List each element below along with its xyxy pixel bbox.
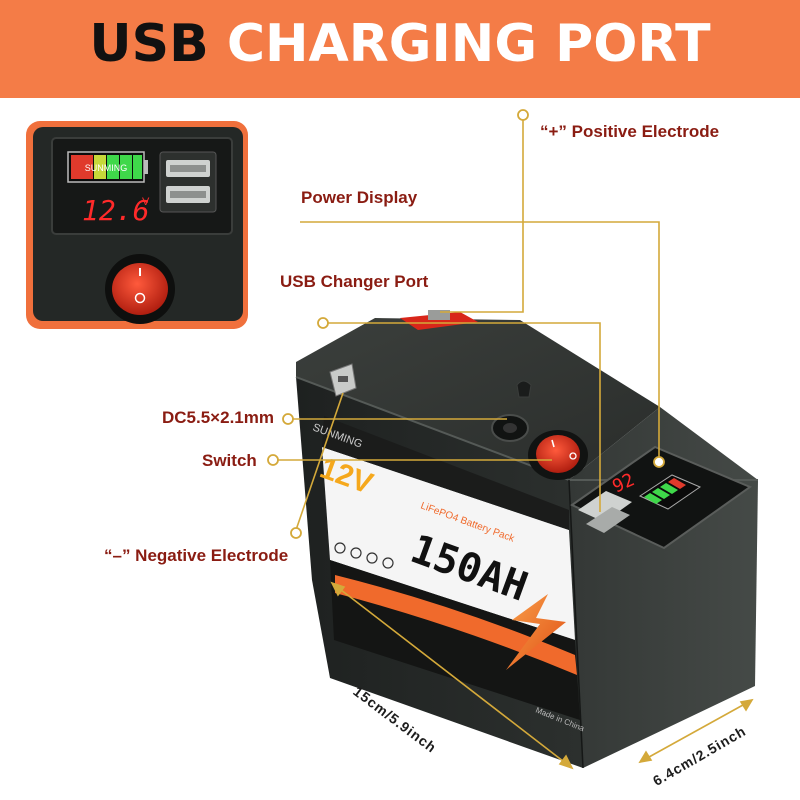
- title-charging-port: CHARGING PORT: [226, 14, 711, 74]
- label-orange-swoosh: [335, 575, 577, 675]
- inset-closeup: SUNMING 12.6 V: [26, 121, 248, 329]
- length-arrow: [331, 582, 573, 769]
- callout-line-positive: [440, 117, 524, 313]
- label-switch: Switch: [202, 451, 257, 470]
- inset-voltage-reading: 12.6: [82, 194, 149, 227]
- callout-line-usb: [323, 322, 601, 512]
- inset-voltage-unit: V: [142, 196, 150, 208]
- switch-rocker: [536, 435, 580, 473]
- callout-dots: [267, 109, 665, 539]
- width-arrow: [639, 699, 753, 763]
- callout-line-negative: [295, 392, 344, 531]
- page-title: USB CHARGING PORT: [0, 14, 800, 74]
- battery-usb-port-2: [586, 507, 630, 533]
- gauge-bar-green2: [120, 155, 132, 179]
- gauge-bar-red: [71, 155, 93, 179]
- title-usb: USB: [89, 14, 209, 74]
- callout-dot-usb: [317, 317, 329, 329]
- label-negative-electrode: “–” Negative Electrode: [104, 546, 289, 565]
- battery-usb-port-1: [578, 491, 632, 522]
- label-positive-electrode: “+” Positive Electrode: [540, 122, 720, 141]
- callout-dot-dc: [282, 413, 294, 425]
- gauge-bar-green1: [107, 155, 119, 179]
- inset-switch-rocker: [112, 263, 168, 315]
- gauge-bar-yellow: [94, 155, 106, 179]
- callout-dot-positive: [517, 109, 529, 121]
- callout-dot-negative: [290, 527, 302, 539]
- callout-dot-display: [653, 456, 665, 468]
- label-power-display: Power Display: [301, 188, 418, 207]
- callout-dot-switch: [267, 454, 279, 466]
- battery: 92 SUNMING 12V LiFePO4 Battery Pack 150A…: [295, 310, 758, 769]
- dc-port-cap: [516, 380, 532, 398]
- lightning-bolt-icon: [506, 594, 566, 670]
- header-banner: USB CHARGING PORT: [0, 0, 800, 98]
- gauge-bar-green3: [133, 155, 142, 179]
- dimension-arrows: [330, 581, 754, 770]
- certification-icons: [334, 542, 394, 569]
- label-dc-port: DC5.5×2.1mm: [162, 408, 274, 427]
- callout-line-power-display: [300, 221, 660, 464]
- label-white-band: [322, 447, 575, 640]
- positive-terminal-cap: [400, 312, 478, 330]
- label-usb-port: USB Changer Port: [280, 272, 429, 291]
- inset-brand-text: SUNMING: [85, 163, 128, 173]
- callout-lines: [270, 117, 660, 531]
